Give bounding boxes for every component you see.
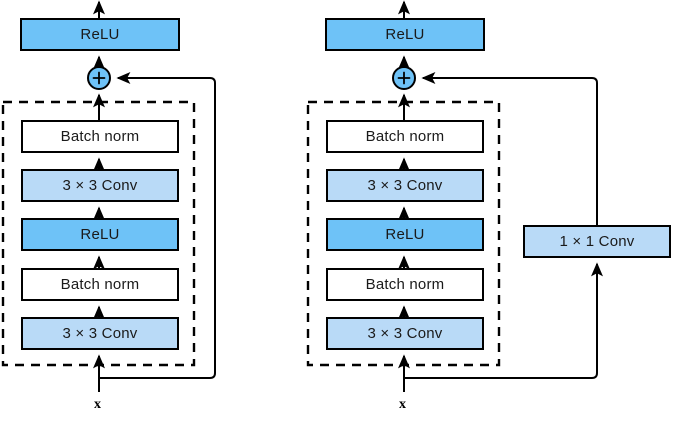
- right-relu-1-box[interactable]: ReLU: [326, 218, 484, 251]
- right-conv-1x1-skip-box[interactable]: 1 × 1 Conv: [523, 225, 671, 258]
- left-batch-norm-1-box[interactable]: Batch norm: [21, 268, 179, 301]
- plus-glyph-icon: [92, 71, 106, 85]
- right-batch-norm-1-box[interactable]: Batch norm: [326, 268, 484, 301]
- left-batch-norm-2-box[interactable]: Batch norm: [21, 120, 179, 153]
- plus-glyph-icon: [397, 71, 411, 85]
- right-conv-3x3-1-box[interactable]: 3 × 3 Conv: [326, 317, 484, 350]
- left-relu-output-box[interactable]: ReLU: [20, 18, 180, 51]
- left-diagram-connectors: [1, 0, 216, 392]
- right-relu-output-box[interactable]: ReLU: [325, 18, 485, 51]
- left-relu-1-box[interactable]: ReLU: [21, 218, 179, 251]
- right-skip-conv-to-plus: [421, 72, 598, 225]
- right-batch-norm-2-box[interactable]: Batch norm: [326, 120, 484, 153]
- left-input-label: x: [94, 397, 101, 412]
- right-skip-branch-to-conv: [404, 262, 603, 379]
- right-sum-node[interactable]: [392, 66, 416, 90]
- left-conv-3x3-1-box[interactable]: 3 × 3 Conv: [21, 317, 179, 350]
- right-diagram-connectors: [306, 0, 603, 392]
- right-input-label: x: [399, 397, 406, 412]
- right-conv-3x3-2-box[interactable]: 3 × 3 Conv: [326, 169, 484, 202]
- left-identity-skip-path: [99, 72, 216, 379]
- left-sum-node[interactable]: [87, 66, 111, 90]
- left-conv-3x3-2-box[interactable]: 3 × 3 Conv: [21, 169, 179, 202]
